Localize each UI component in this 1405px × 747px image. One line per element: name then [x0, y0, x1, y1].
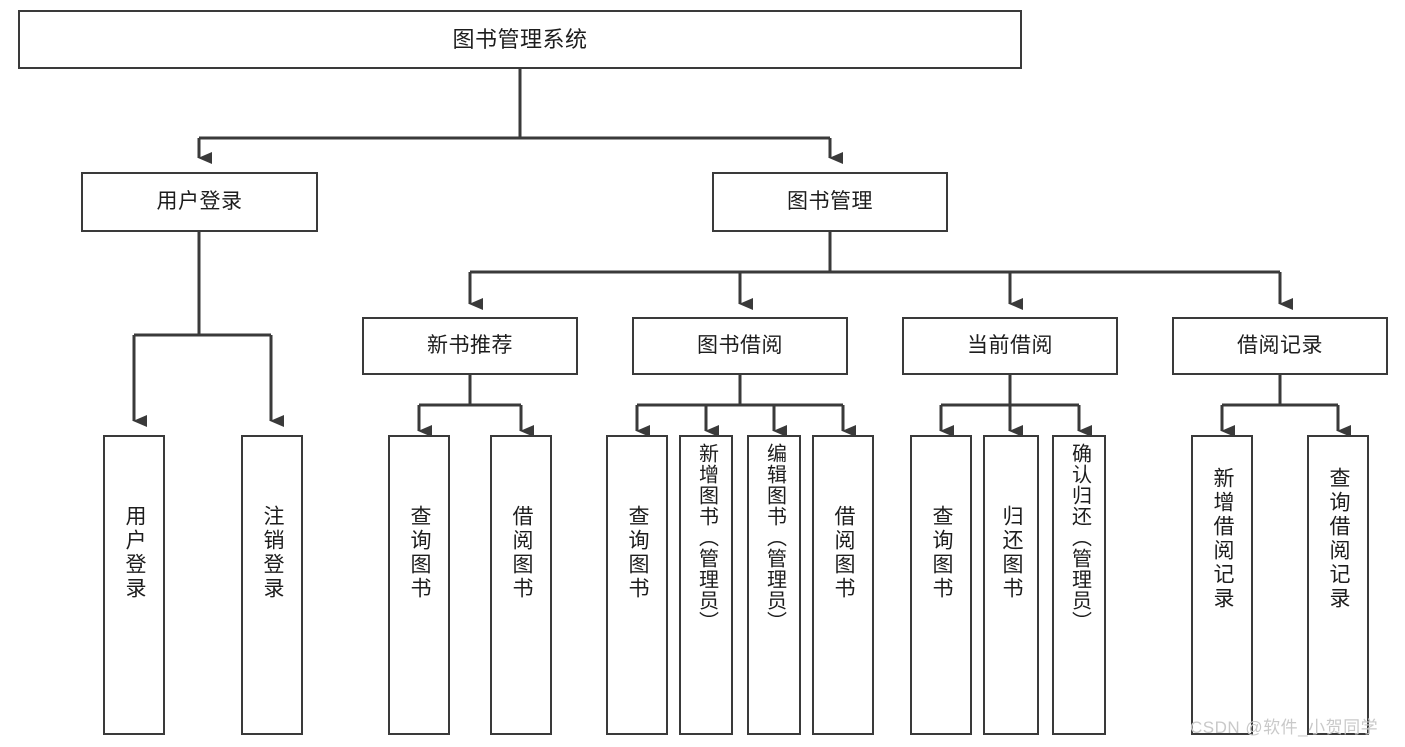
node-book-borrow[interactable]: 图书借阅 — [632, 317, 848, 375]
node-leaf-logout[interactable]: 注销登录 — [241, 435, 303, 735]
node-leaf-add-book-admin-label: 新增图书（管理员） — [695, 443, 718, 632]
node-book-borrow-label: 图书借阅 — [697, 333, 783, 357]
node-current-borrow-label: 当前借阅 — [967, 333, 1053, 357]
node-leaf-user-login[interactable]: 用户登录 — [103, 435, 165, 735]
node-leaf-edit-book-admin-label: 编辑图书（管理员） — [763, 443, 786, 632]
node-user-login-label: 用户登录 — [156, 189, 243, 213]
node-leaf-edit-book-admin[interactable]: 编辑图书（管理员） — [747, 435, 801, 735]
watermark: CSDN @软件_小贺同学 — [1190, 718, 1379, 737]
node-current-borrow[interactable]: 当前借阅 — [902, 317, 1118, 375]
node-leaf-query-book-2-label: 查询图书 — [626, 505, 650, 601]
node-borrow-record-label: 借阅记录 — [1237, 333, 1323, 357]
node-leaf-borrow-book-1[interactable]: 借阅图书 — [490, 435, 552, 735]
node-leaf-query-book-3-label: 查询图书 — [930, 505, 954, 601]
node-borrow-record[interactable]: 借阅记录 — [1172, 317, 1388, 375]
node-leaf-query-book-1[interactable]: 查询图书 — [388, 435, 450, 735]
node-leaf-add-borrow-record-label: 新增借阅记录 — [1211, 467, 1235, 611]
node-leaf-query-book-3[interactable]: 查询图书 — [910, 435, 972, 735]
node-user-login[interactable]: 用户登录 — [81, 172, 318, 232]
node-leaf-confirm-return-admin[interactable]: 确认归还（管理员） — [1052, 435, 1106, 735]
node-leaf-borrow-book-1-label: 借阅图书 — [510, 505, 534, 601]
node-leaf-confirm-return-admin-label: 确认归还（管理员） — [1068, 443, 1091, 632]
node-book-manage-label: 图书管理 — [787, 189, 873, 213]
node-leaf-query-book-2[interactable]: 查询图书 — [606, 435, 668, 735]
node-leaf-return-book-label: 归还图书 — [1000, 505, 1024, 601]
node-leaf-borrow-book-2[interactable]: 借阅图书 — [812, 435, 874, 735]
node-leaf-add-book-admin[interactable]: 新增图书（管理员） — [679, 435, 733, 735]
node-leaf-query-borrow-record[interactable]: 查询借阅记录 — [1307, 435, 1369, 735]
node-leaf-query-book-1-label: 查询图书 — [408, 505, 432, 601]
node-root[interactable]: 图书管理系统 — [18, 10, 1022, 69]
node-book-manage[interactable]: 图书管理 — [712, 172, 948, 232]
node-leaf-user-login-label: 用户登录 — [123, 505, 147, 601]
node-leaf-borrow-book-2-label: 借阅图书 — [832, 505, 856, 601]
node-new-book-rec[interactable]: 新书推荐 — [362, 317, 578, 375]
node-root-label: 图书管理系统 — [452, 26, 588, 52]
node-leaf-add-borrow-record[interactable]: 新增借阅记录 — [1191, 435, 1253, 735]
node-leaf-logout-label: 注销登录 — [261, 505, 285, 601]
node-leaf-return-book[interactable]: 归还图书 — [983, 435, 1039, 735]
node-leaf-query-borrow-record-label: 查询借阅记录 — [1327, 467, 1351, 611]
node-new-book-rec-label: 新书推荐 — [427, 333, 513, 357]
